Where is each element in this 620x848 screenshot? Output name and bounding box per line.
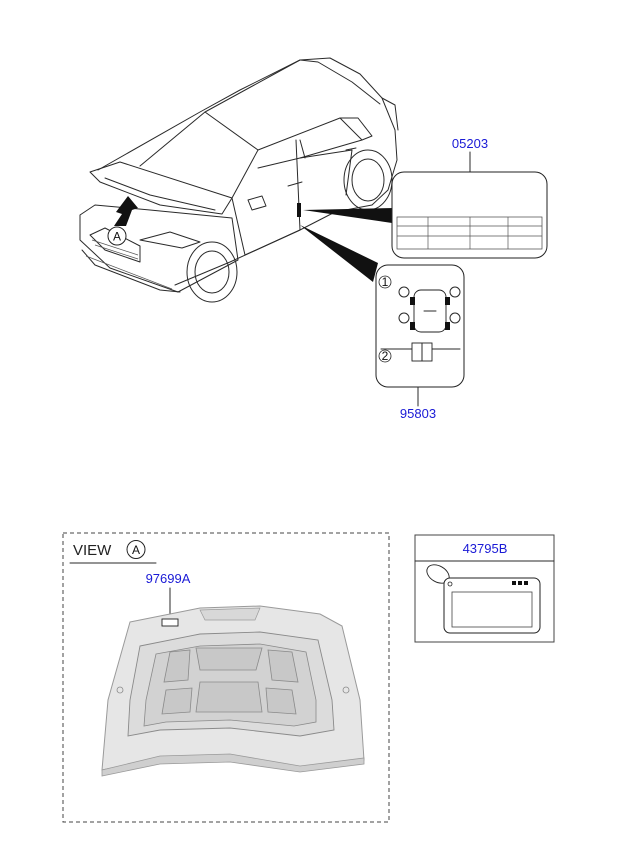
view-marker-circle: A xyxy=(107,226,127,246)
hood-underside xyxy=(101,605,365,777)
hood-part-number: 97699A xyxy=(146,571,191,586)
top-part-number: 05203 xyxy=(452,136,488,151)
view-title: VIEW A xyxy=(69,540,157,564)
door-label-leader xyxy=(300,225,378,282)
view-marker-letter: A xyxy=(113,230,121,244)
view-title-marker: A xyxy=(132,543,140,557)
tire-info-label xyxy=(391,171,548,259)
hood-arrow-icon xyxy=(114,196,138,226)
item-two-number: 2 xyxy=(382,349,389,363)
item-one-number: 1 xyxy=(382,275,389,289)
car-illustration xyxy=(79,57,399,303)
view-a-panel xyxy=(62,532,390,823)
tag-part-number: 43795B xyxy=(463,541,508,556)
top-label-leader xyxy=(303,208,395,223)
tag-panel: 43795B xyxy=(414,534,555,643)
door-info-label: 1 2 xyxy=(375,264,465,388)
door-part-number: 95803 xyxy=(400,406,436,421)
view-title-text: VIEW xyxy=(73,542,112,559)
